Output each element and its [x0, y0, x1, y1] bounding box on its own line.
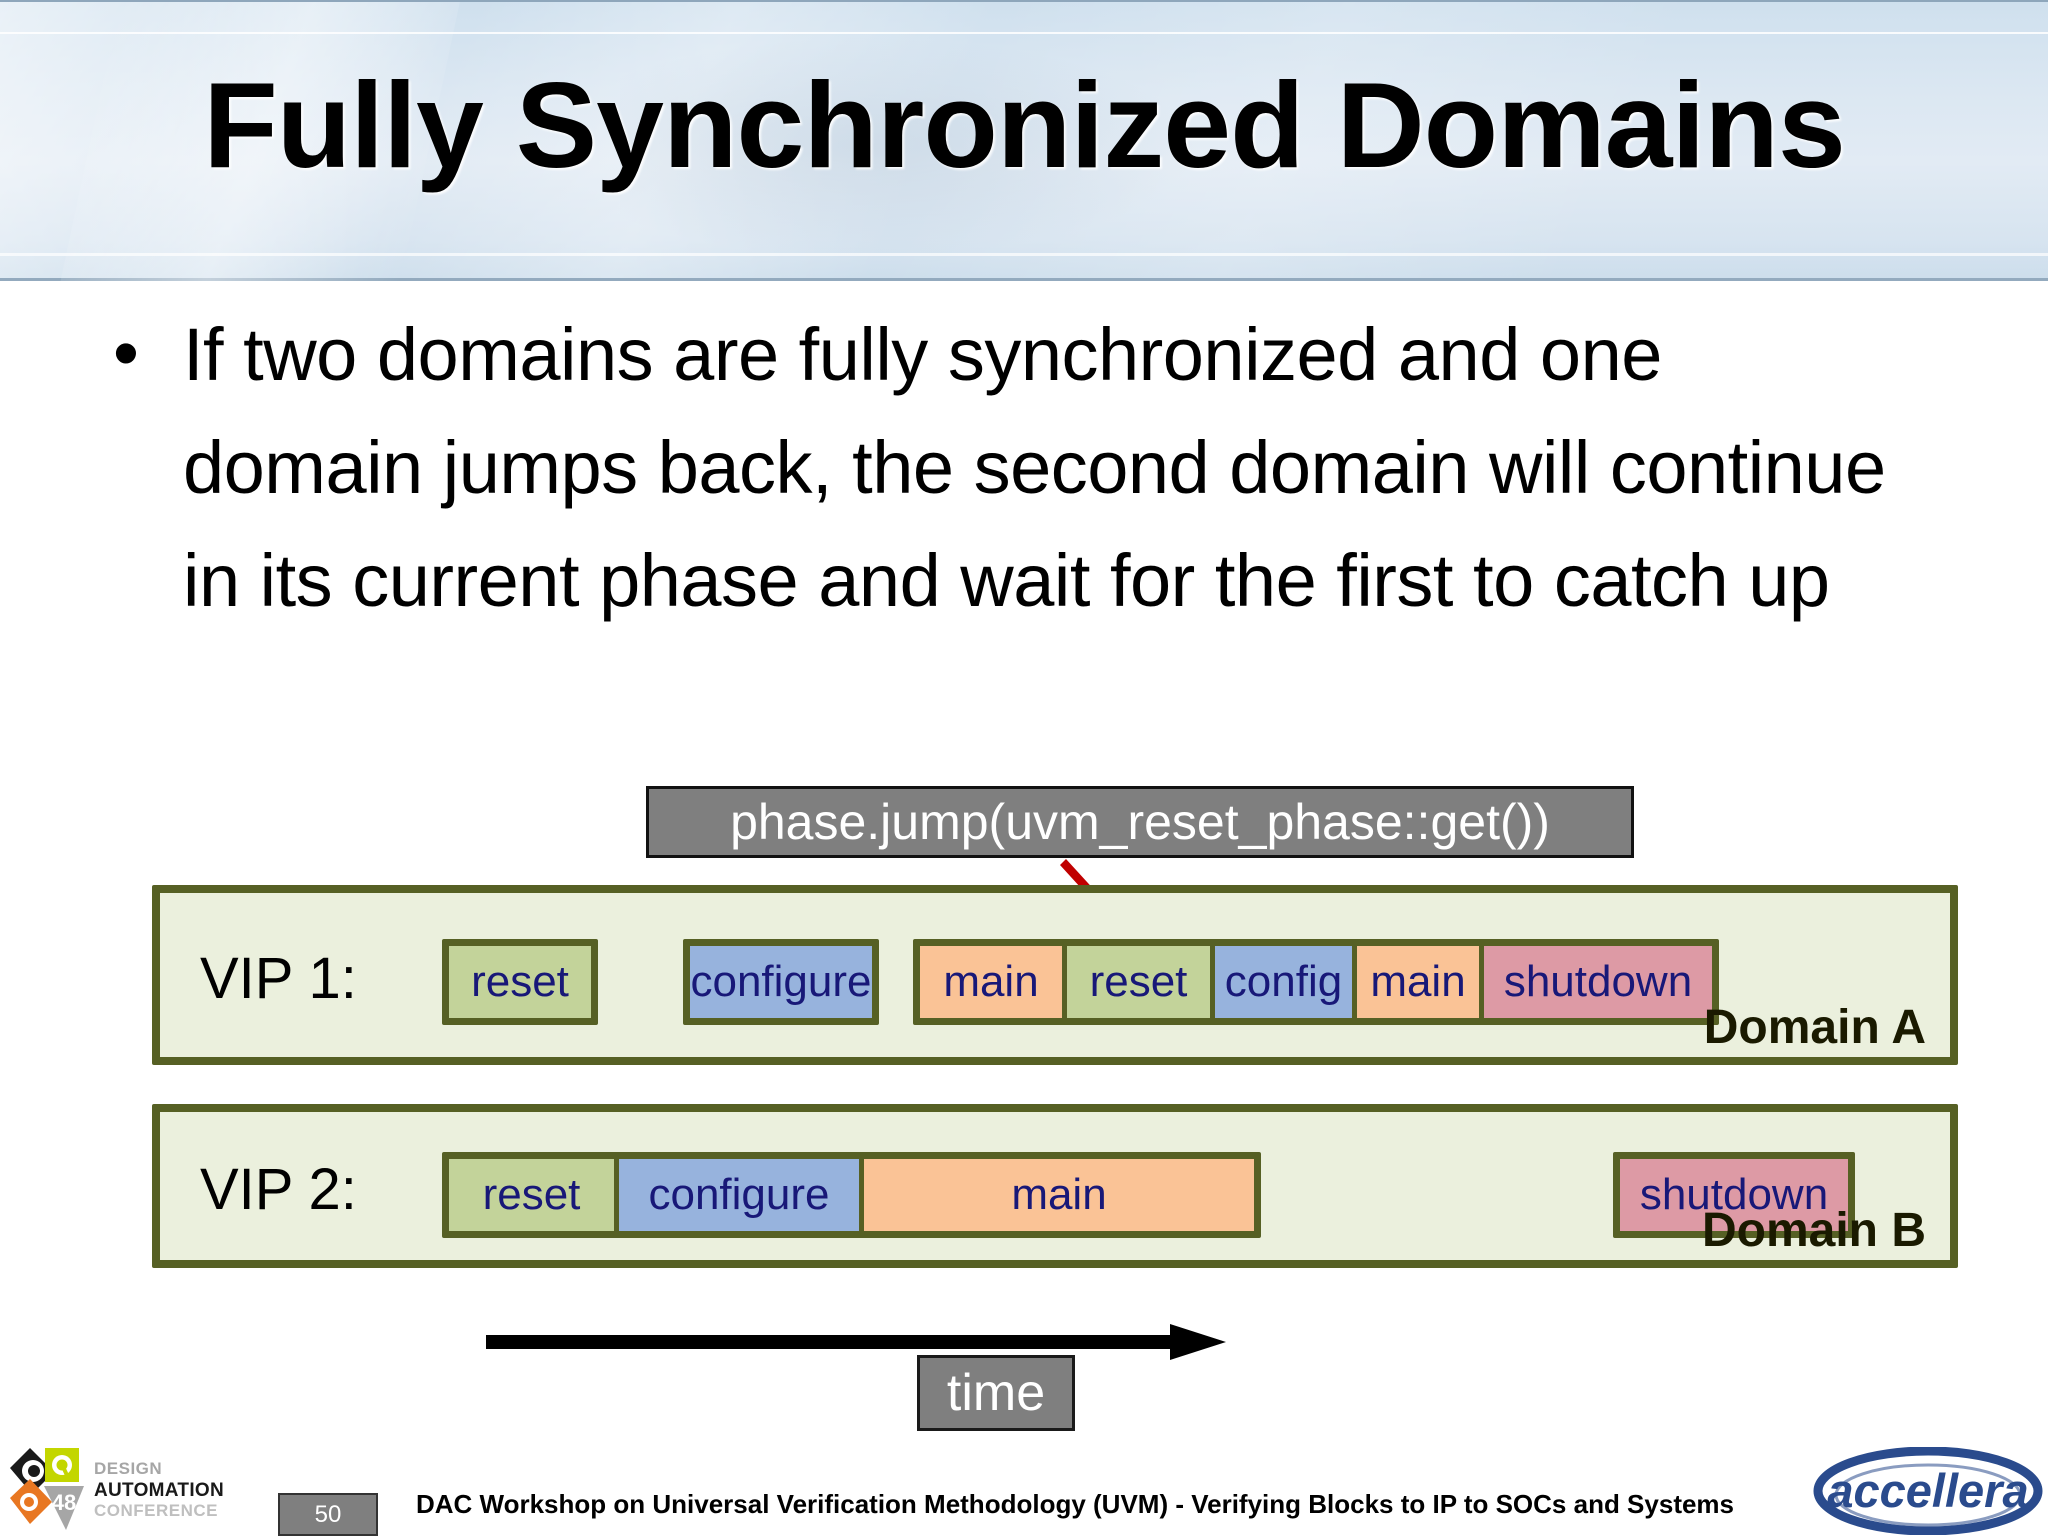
- phase-group-a2: configure: [683, 939, 879, 1025]
- svg-text:48: 48: [52, 1490, 76, 1515]
- time-label: time: [917, 1355, 1075, 1431]
- domain-tag-b: Domain B: [1701, 1204, 1926, 1257]
- phase-segment-configure[interactable]: configure: [690, 946, 872, 1018]
- slide-body: • If two domains are fully synchronized …: [105, 298, 1935, 637]
- phase-group-b1: reset configure main: [442, 1152, 1261, 1238]
- phase-segment-config[interactable]: config: [1215, 946, 1352, 1018]
- phase-segment-main-1[interactable]: main: [920, 946, 1062, 1018]
- phase-segment-reset[interactable]: reset: [449, 946, 591, 1018]
- bullet-text: If two domains are fully synchronized an…: [183, 313, 1886, 622]
- phase-segment-main[interactable]: main: [864, 1159, 1254, 1231]
- time-arrow-icon: [486, 1324, 1226, 1360]
- domain-tag-a: Domain A: [1703, 1001, 1926, 1054]
- svg-text:AUTOMATION: AUTOMATION: [94, 1480, 224, 1501]
- svg-text:CONFERENCE: CONFERENCE: [94, 1501, 218, 1520]
- domain-row-a: VIP 1: reset configure main reset config…: [152, 885, 1958, 1065]
- vip2-label: VIP 2:: [200, 1157, 357, 1222]
- accellera-logo: accellera: [1813, 1447, 2043, 1535]
- page-number-badge: 50: [278, 1493, 378, 1536]
- bullet-list-item: • If two domains are fully synchronized …: [105, 298, 1935, 637]
- phase-segment-shutdown[interactable]: shutdown: [1484, 946, 1712, 1018]
- title-banner: Fully Synchronized Domains: [0, 0, 2048, 283]
- phase-group-a3: main reset config main shutdown: [913, 939, 1719, 1025]
- phase-segment-shutdown[interactable]: shutdown: [1620, 1159, 1848, 1231]
- vip1-label: VIP 1:: [200, 946, 357, 1011]
- phase-group-a1: reset: [442, 939, 598, 1025]
- footer-text: DAC Workshop on Universal Verification M…: [415, 1489, 1735, 1519]
- phase-segment-reset[interactable]: reset: [449, 1159, 614, 1231]
- page-title: Fully Synchronized Domains: [203, 56, 1846, 193]
- phase-segment-main-2[interactable]: main: [1357, 946, 1479, 1018]
- bullet-marker-icon: •: [113, 311, 139, 394]
- domain-row-b: VIP 2: reset configure main shutdown Dom…: [152, 1104, 1958, 1268]
- phase-segment-reset-2[interactable]: reset: [1067, 946, 1210, 1018]
- svg-text:DESIGN: DESIGN: [94, 1459, 162, 1478]
- phase-segment-configure[interactable]: configure: [619, 1159, 859, 1231]
- svg-text:accellera: accellera: [1827, 1464, 2028, 1517]
- phase-jump-callout: phase.jump(uvm_reset_phase::get()): [646, 786, 1634, 858]
- dac-conference-logo: 48 DESIGN AUTOMATION CONFERENCE: [10, 1448, 224, 1530]
- phase-group-b2: shutdown: [1613, 1152, 1855, 1238]
